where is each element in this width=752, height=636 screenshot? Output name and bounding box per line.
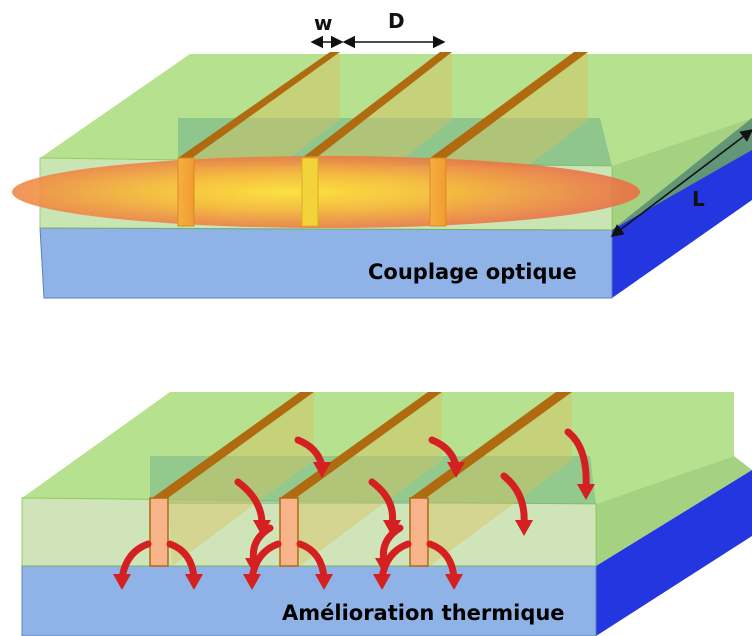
caption-thermal-improvement: Amélioration thermique xyxy=(282,601,565,625)
cladding-side-bottom xyxy=(596,456,752,566)
heat-arrow-12 xyxy=(500,472,528,528)
ridge-2 xyxy=(302,52,452,158)
heat-arrow-3 xyxy=(248,540,282,582)
cladding-recess xyxy=(178,118,612,166)
w-label: w xyxy=(314,11,332,35)
heat-arrow-4 xyxy=(296,540,328,582)
heat-arrow-heads xyxy=(113,462,595,590)
ridge-3 xyxy=(430,52,588,158)
heat-arrow-5 xyxy=(378,540,412,582)
ridge-2-face xyxy=(301,157,319,227)
caption-optical-coupling: Couplage optique xyxy=(368,260,577,284)
ridge-b2-face xyxy=(279,497,299,567)
ridge-3-face xyxy=(429,157,447,227)
heat-arrow-9 xyxy=(564,428,590,492)
ridge-b1-face xyxy=(149,497,169,567)
thermal-improvement-diagram: Amélioration thermique xyxy=(21,392,752,636)
optical-coupling-diagram: w D L Couplage optique xyxy=(12,9,752,299)
ridge-b1 xyxy=(152,392,314,498)
ridge-1-face xyxy=(177,157,195,227)
heat-arrow-6 xyxy=(426,540,458,582)
substrate-side-bottom xyxy=(596,470,752,636)
heat-arrow-1 xyxy=(118,540,152,582)
L-dimension-arrow xyxy=(610,129,752,237)
heat-arrow-2 xyxy=(166,540,198,582)
ridge-1 xyxy=(178,52,340,158)
ridge-b3-face xyxy=(409,497,429,567)
D-label: D xyxy=(388,9,405,33)
L-label: L xyxy=(692,187,705,211)
ridge-b3 xyxy=(410,392,572,498)
optical-mode-ellipse xyxy=(12,156,640,228)
